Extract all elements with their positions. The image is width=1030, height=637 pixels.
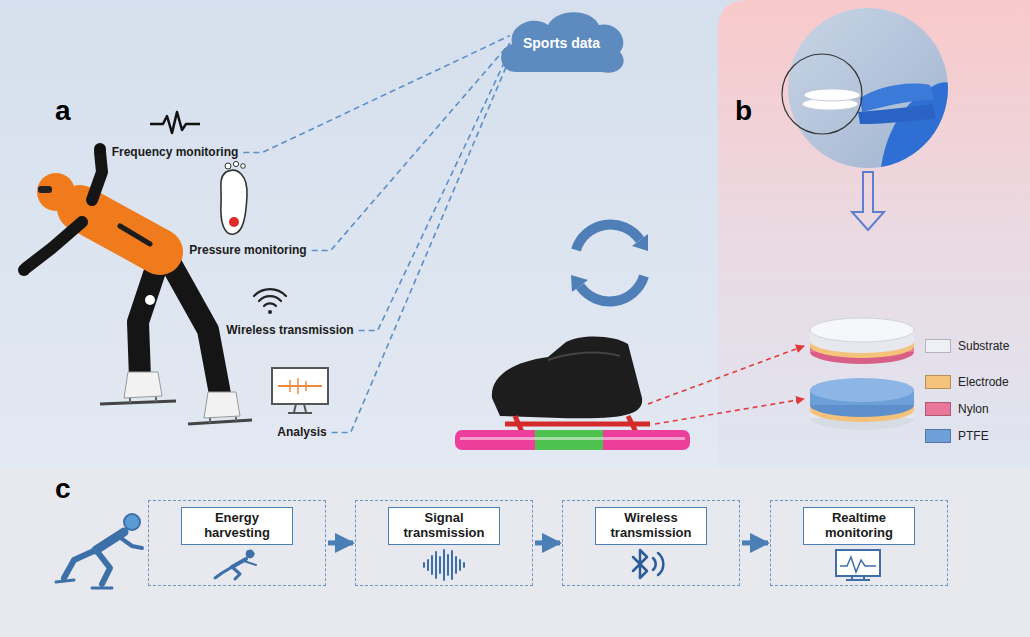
process-box: Wireless transmission xyxy=(562,500,740,586)
skater-pictogram xyxy=(56,514,142,588)
icon-label: Wireless transmission xyxy=(224,323,355,338)
speed-skate xyxy=(455,336,690,450)
panel-background xyxy=(0,0,1030,468)
energy-icon xyxy=(215,550,256,579)
flow-arrow xyxy=(328,540,353,545)
legend-text: Nylon xyxy=(958,402,989,416)
down-arrow xyxy=(852,172,884,230)
teng-layers xyxy=(810,318,914,430)
legend-text: Substrate xyxy=(958,339,1009,353)
skater-figure xyxy=(18,143,252,424)
wifi-icon xyxy=(254,289,286,314)
legend-swatch xyxy=(925,429,951,443)
icon-label: Pressure monitoring xyxy=(187,243,308,258)
foot-pressure-icon xyxy=(221,161,247,234)
legend-swatch xyxy=(925,402,951,416)
dashed-connector xyxy=(332,58,510,433)
panel-background xyxy=(0,468,1030,637)
legend-swatch xyxy=(925,375,951,389)
step-title: Realtime monitoring xyxy=(803,507,915,545)
monitor-label: Wireless transmission xyxy=(224,323,355,338)
monitor-label: Analysis xyxy=(275,425,328,440)
leader-arrows xyxy=(648,346,804,424)
flow-arrow xyxy=(742,540,768,545)
legend-item: Substrate xyxy=(925,339,1009,353)
step-title: Signal transmission xyxy=(388,507,500,545)
legend-item: PTFE xyxy=(925,429,989,443)
cycle-arrows xyxy=(571,225,648,302)
frequency-icon xyxy=(150,112,200,133)
legend-text: Electrode xyxy=(958,375,1009,389)
panel-letter: a xyxy=(55,96,71,126)
panel-letter: c xyxy=(55,474,71,504)
bluetooth-icon xyxy=(633,550,663,578)
analysis-monitor-icon xyxy=(272,368,328,413)
cloud-label: Sports data xyxy=(523,35,600,51)
legend-item: Nylon xyxy=(925,402,989,416)
legend-item: Electrode xyxy=(925,375,1009,389)
process-box: Signal transmission xyxy=(355,500,533,586)
monitor-label: Pressure monitoring xyxy=(187,243,308,258)
realtime-monitor-icon xyxy=(836,550,880,580)
step-title: Wireless transmission xyxy=(595,507,707,545)
signal-wave-icon xyxy=(424,550,464,580)
process-box: Realtime monitoring xyxy=(770,500,948,586)
panel-letter: b xyxy=(735,96,752,126)
monitor-label: Frequency monitoring xyxy=(110,145,241,160)
panel-b-background xyxy=(718,0,1030,465)
dashed-connector xyxy=(312,43,510,251)
cloud-node: Sports data xyxy=(494,6,629,80)
step-title: Energy harvesting xyxy=(181,507,293,545)
dashed-connector xyxy=(359,50,510,330)
process-box: Energy harvesting xyxy=(148,500,326,586)
icon-label: Frequency monitoring xyxy=(110,145,241,160)
device-photo xyxy=(782,8,960,180)
cloud-outline xyxy=(501,12,624,73)
icon-label: Analysis xyxy=(275,425,328,440)
legend-swatch xyxy=(925,339,951,353)
legend-text: PTFE xyxy=(958,429,989,443)
flow-arrow xyxy=(535,540,560,545)
